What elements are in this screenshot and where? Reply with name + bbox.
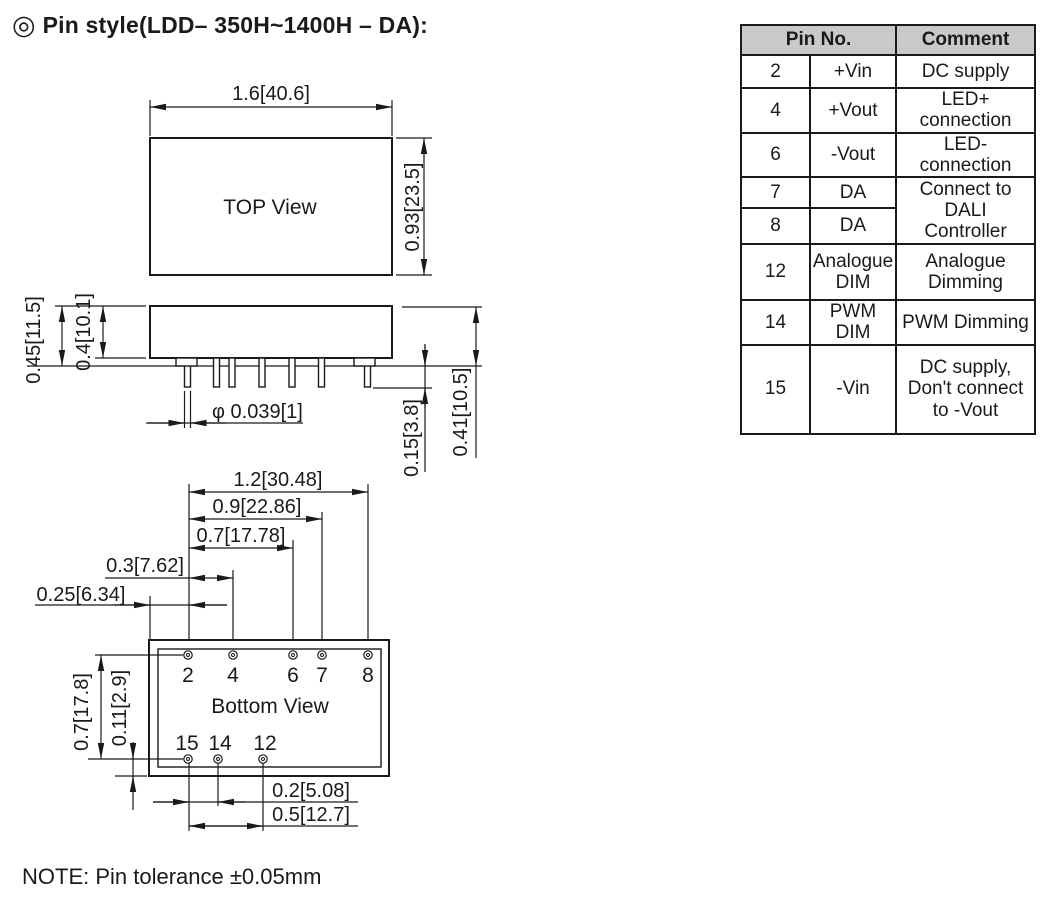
bottom-view-outline (148, 639, 390, 777)
row-to-edge-dimension: 0.11[2.9] (109, 670, 131, 746)
pin-number-4: 4 (227, 664, 239, 687)
seated-height-dimension: 0.41[10.5] (450, 368, 472, 457)
pin-table: Pin No. Comment 2 +Vin DC supply 4 +Vout… (739, 24, 1037, 435)
bottom-view-label: Bottom View (211, 695, 329, 718)
table-row-pin8: 8 DA (740, 207, 1035, 246)
bottom-view-pin-numbers: 2 4 6 7 8 15 14 12 (175, 664, 374, 755)
pin-comment-cell: LED- connection (895, 131, 1037, 179)
pin-no-cell: 7 (740, 176, 811, 210)
table-row-pin12: 12 Analogue DIM Analogue Dimming (740, 243, 1037, 302)
pin-number-14: 14 (208, 732, 232, 755)
pin-comment-cell: Connect to DALI Controller (895, 176, 1037, 246)
top-view-width-dimension: 1.6[40.6] (232, 83, 310, 105)
side-view-dimension-lines (55, 305, 482, 472)
table-row-pin15: 15 -Vin DC supply, Don't connect to -Vou… (740, 343, 1037, 435)
pin-no-cell: 6 (740, 131, 811, 179)
pin-name-cell: PWM DIM (808, 299, 898, 346)
pin2-pin7-span-dimension: 0.9[22.86] (213, 496, 302, 518)
pin-no-cell: 12 (740, 243, 811, 302)
pin-comment-cell: PWM Dimming (895, 299, 1037, 346)
pin15-pin12-dimension: 0.5[12.7] (272, 804, 350, 826)
pin-number-15: 15 (175, 732, 198, 755)
pin-no-cell: 8 (740, 207, 811, 246)
side-view-case (149, 305, 393, 359)
side-view-case-height-dimension: 0.4[10.1] (73, 293, 95, 371)
pin-table-header-row: Pin No. Comment (739, 24, 1037, 56)
bottom-view-extension-lines (149, 484, 369, 651)
pin-name-cell: +Vin (808, 54, 898, 89)
top-view-outline (149, 137, 393, 276)
pin-name-cell: Analogue DIM (808, 243, 898, 302)
pin-comment-cell: LED+ connection (895, 87, 1037, 134)
edge-to-pin2-dimension: 0.25[6.34] (37, 584, 126, 606)
table-row-pin2: 2 +Vin DC supply (740, 54, 1037, 89)
pin-diameter-dimension: φ 0.039[1] (212, 401, 303, 423)
comment-header: Comment (895, 24, 1037, 56)
side-view-pins (175, 357, 376, 388)
pin-number-8: 8 (362, 664, 374, 687)
pin-number-2: 2 (182, 664, 194, 687)
pin-comment-cell: DC supply, Don't connect to -Vout (895, 343, 1037, 435)
top-view-height-dimension: 0.93[23.5] (402, 163, 424, 252)
side-view-overall-height-dimension: 0.45[11.5] (23, 296, 45, 383)
section-title: ◎ Pin style(LDD– 350H~1400H – DA): (12, 12, 428, 39)
pin-name-cell: DA (808, 176, 898, 210)
bottom-view-top-dimension-lines (35, 488, 368, 609)
pin-name-cell: DA (808, 207, 898, 246)
bottom-view-left-dimension-lines (88, 654, 183, 810)
pin-number-12: 12 (253, 732, 276, 755)
pin2-pin4-span-dimension: 0.3[7.62] (106, 555, 184, 577)
top-view-dimension-lines (149, 100, 432, 276)
pin-comment-cell: DC supply (895, 54, 1037, 89)
pin-number-6: 6 (287, 664, 299, 687)
pin-name-cell: +Vout (808, 87, 898, 134)
table-row-pin14: 14 PWM DIM PWM Dimming (740, 299, 1037, 346)
pin-comment-cell: Analogue Dimming (895, 243, 1037, 302)
top-view-label: TOP View (223, 196, 317, 219)
pin-no-cell: 14 (740, 299, 811, 346)
bottom-view-inner-outline (157, 648, 382, 768)
table-row-pin4: 4 +Vout LED+ connection (740, 87, 1037, 134)
table-row-pin6: 6 -Vout LED- connection (740, 131, 1037, 179)
pin-number-7: 7 (316, 664, 328, 687)
pin15-pin14-dimension: 0.2[5.08] (272, 780, 350, 802)
standoff-height-dimension: 0.15[3.8] (401, 399, 423, 477)
top-view: TOP View 1.6[40.6] 0.93[23.5] (149, 83, 432, 276)
pin-name-cell: -Vin (808, 343, 898, 435)
side-view: 0.45[11.5] 0.4[10.1] φ 0.039[1] 0.15[3.8… (23, 293, 482, 477)
bottom-view-bottom-dimension-lines (153, 763, 358, 831)
pin-no-cell: 2 (740, 54, 811, 89)
pin-no-cell: 4 (740, 87, 811, 134)
table-row-pin7: 7 DA Connect to DALI Controller (740, 176, 1037, 246)
pin-no-header: Pin No. (739, 24, 898, 56)
double-circle-bullet-icon: ◎ (12, 10, 36, 40)
pin2-pin6-span-dimension: 0.7[17.78] (197, 525, 286, 547)
tolerance-note: NOTE: Pin tolerance ±0.05mm (22, 864, 322, 889)
bottom-view-pin-holes (183, 650, 373, 764)
pin2-pin8-span-dimension: 1.2[30.48] (234, 469, 323, 491)
page-title: Pin style(LDD– 350H~1400H – DA): (42, 12, 428, 38)
pin-name-cell: -Vout (808, 131, 898, 179)
pin-row-pitch-dimension: 0.7[17.8] (71, 673, 93, 751)
bottom-view: 1.2[30.48] 0.9[22.86] 0.7[17.78] 0.3[7.6… (35, 469, 390, 831)
pin-no-cell: 15 (740, 343, 811, 435)
